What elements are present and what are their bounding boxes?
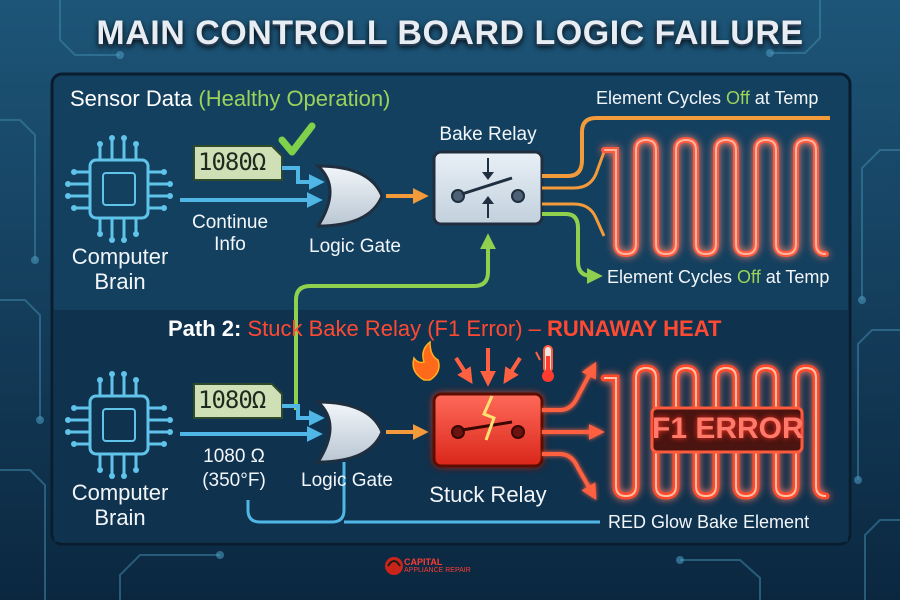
sensor-heading-highlight: (Healthy Operation) <box>198 86 391 111</box>
element-status-bottom-off: Off <box>737 267 761 287</box>
or-gate-icon-top <box>314 164 384 228</box>
path2-heading: Path 2: Stuck Bake Relay (F1 Error) – RU… <box>168 316 721 342</box>
f1-error-badge <box>650 406 804 454</box>
resistance-label: 1080 Ω <box>203 446 265 467</box>
brain-label-bottom: Computer Brain <box>71 480 169 530</box>
path2-heading-desc: Stuck Bake Relay (F1 Error) – <box>247 316 548 341</box>
element-status-bottom: Element Cycles Off at Temp <box>607 267 829 288</box>
relay-label-top: Bake Relay <box>439 124 537 145</box>
flame-icon <box>412 340 440 381</box>
path2-heading-prefix: Path 2: <box>168 316 248 341</box>
element-status-top-post: at Temp <box>749 88 819 108</box>
sensor-heading-prefix: Sensor Data <box>70 86 199 111</box>
heating-element-icon-top <box>601 136 829 258</box>
sensor-heading: Sensor Data (Healthy Operation) <box>70 86 390 112</box>
f1-error-text: F1 ERROR <box>652 412 804 445</box>
element-status-bottom-post: at Temp <box>760 267 830 287</box>
relay-switch-icon-bottom <box>451 420 525 439</box>
microchip-icon-bottom <box>70 376 168 474</box>
brand-line2: APPLIANCE REPAIR <box>404 567 471 574</box>
info-label: Continue Info <box>191 212 269 255</box>
check-mark-icon <box>278 122 316 156</box>
heating-element-icon-bottom <box>600 364 830 500</box>
element-status-top-off: Off <box>726 88 750 108</box>
crack-icon <box>481 395 496 441</box>
relay-switch-icon-top <box>451 158 525 218</box>
brand-logo-icon <box>385 557 403 575</box>
page-title: MAIN CONTROLL BOARD LOGIC FAILURE <box>96 14 804 52</box>
readout-top: 1080Ω <box>198 148 266 176</box>
or-gate-icon-bottom <box>314 400 384 464</box>
element-status-top-pre: Element Cycles <box>596 88 727 108</box>
brand-line1: CAPITAL <box>404 557 443 567</box>
stuck-relay-label: Stuck Relay <box>429 482 547 507</box>
microchip-icon-top <box>70 140 168 238</box>
brain-label-top: Computer Brain <box>71 244 169 294</box>
readout-bottom: 1080Ω <box>198 386 266 414</box>
gate-label-bottom: Logic Gate <box>301 470 393 491</box>
temperature-label: (350°F) <box>202 470 266 491</box>
element-status-top: Element Cycles Off at Temp <box>596 88 818 109</box>
element-status-bottom-pre: Element Cycles <box>607 267 738 287</box>
element-label-bottom: RED Glow Bake Element <box>608 512 810 532</box>
thermometer-icon <box>535 345 554 382</box>
gate-label-top: Logic Gate <box>309 236 401 257</box>
path2-heading-emph: RUNAWAY HEAT <box>547 316 722 341</box>
heat-arrow-icon <box>454 348 522 387</box>
